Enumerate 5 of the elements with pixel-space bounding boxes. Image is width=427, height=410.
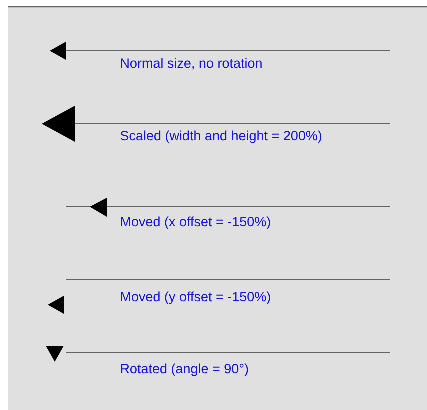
sample-caption: Normal size, no rotation: [121, 58, 262, 70]
sample-caption: Rotated (angle = 90°): [121, 364, 248, 376]
sample-caption: Moved (y offset = -150%): [121, 292, 270, 304]
sample-caption: Scaled (width and height = 200%): [120, 130, 322, 144]
sample-caption: Moved (x offset = -150%): [121, 216, 270, 230]
